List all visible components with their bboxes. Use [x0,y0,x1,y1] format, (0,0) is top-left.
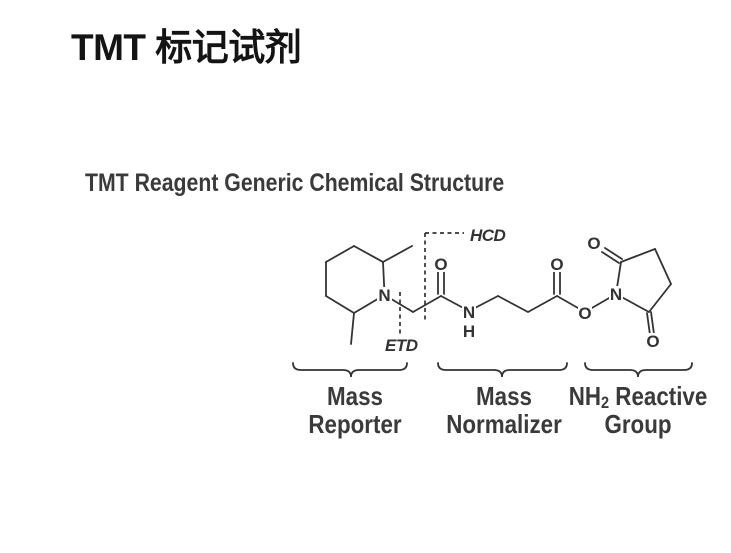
atom-ester-carbonyl-o: O [550,255,563,274]
mass-reporter-line2: Reporter [308,409,402,439]
atom-nhs-o-top: O [587,234,600,253]
mass-normalizer-line2: Normalizer [446,409,562,439]
piperidine-ring-bonds [325,245,413,345]
mass-reporter-line1: Mass [327,381,383,411]
atom-piperidine-n: N [378,286,390,305]
nh2-reactive-group-label: NH2 Reactive Group [557,382,718,438]
page-title: TMT 标记试剂 [71,27,302,68]
atom-amide-h: H [463,322,475,341]
nh2-subscript: 2 [600,393,610,413]
atom-label-masks [377,235,660,348]
nh2-text: NH [568,381,601,411]
nhs-ring-bonds [601,247,672,336]
brace-mass-normalizer [437,362,568,378]
mass-normalizer-label: Mass Normalizer [437,382,571,438]
hcd-cleavage-line [424,232,464,320]
atom-nhs-n: N [610,285,622,304]
atom-amide-n: N [463,303,475,322]
mass-normalizer-line1: Mass [476,381,532,411]
etd-label: ETD [385,336,418,355]
hcd-label: HCD [470,226,506,245]
structure-heading: TMT Reagent Generic Chemical Structure [85,169,505,197]
atom-ester-o: O [578,304,591,323]
reactive-text: Reactive [615,381,708,411]
brace-nh2-reactive-group [584,362,693,378]
nh2-reactive-line2: Group [604,409,672,439]
nh2-reactive-line1: NH2 Reactive [568,381,708,413]
brace-mass-reporter [292,362,408,378]
atom-nhs-o-bottom: O [646,332,659,351]
mass-reporter-label: Mass Reporter [301,382,409,438]
atom-amide-o: O [434,255,447,274]
